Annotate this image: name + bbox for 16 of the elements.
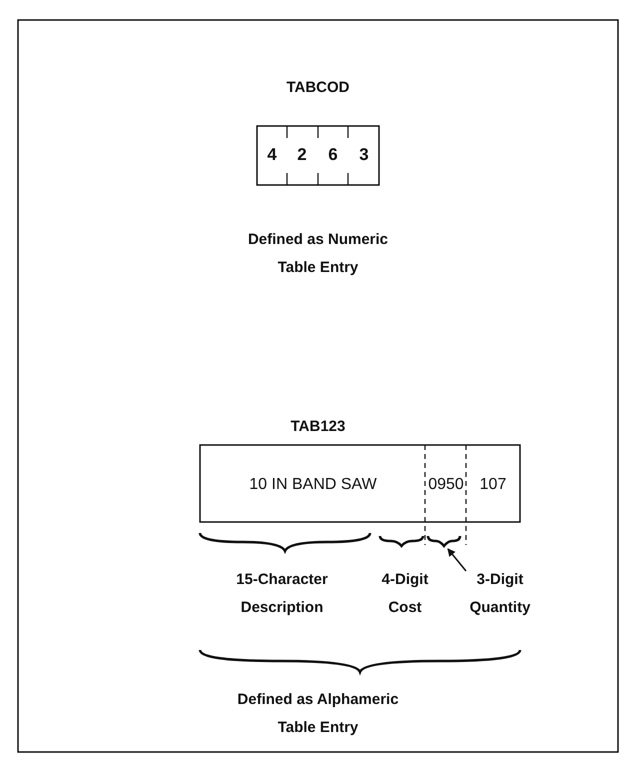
field-caption: 3-Digit Quantity bbox=[462, 566, 538, 622]
digit: 4 bbox=[266, 144, 278, 166]
table-name: TAB123 bbox=[290, 417, 346, 437]
digit: 3 bbox=[358, 144, 370, 166]
description-text: Defined as Numeric Table Entry bbox=[246, 230, 390, 278]
description-text: Defined as Alphameric Table Entry bbox=[236, 690, 400, 738]
digit: 2 bbox=[296, 144, 308, 166]
leader-arrow bbox=[447, 548, 467, 572]
curly-brace bbox=[426, 536, 462, 548]
field-value: 0950 bbox=[427, 475, 465, 495]
field-caption: 15-Character Description bbox=[235, 570, 329, 618]
table-name: TABCOD bbox=[285, 78, 351, 98]
digit: 6 bbox=[327, 144, 339, 166]
field-caption: 4-Digit Cost bbox=[380, 570, 430, 618]
field-value: 10 IN BAND SAW bbox=[248, 475, 378, 495]
field-value: 107 bbox=[478, 475, 508, 495]
